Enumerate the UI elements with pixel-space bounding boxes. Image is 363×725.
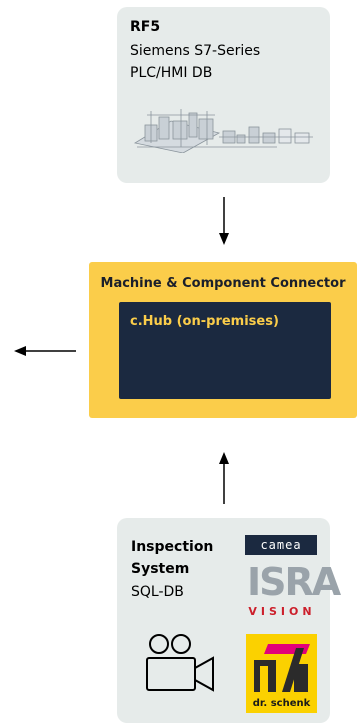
connector-title: Machine & Component Connector (100, 276, 346, 291)
chub-box: c.Hub (on-premises) (119, 302, 331, 399)
camea-logo: camea (245, 535, 317, 555)
inspection-title-line-1: Inspection (131, 539, 214, 555)
camera-icon (146, 634, 214, 692)
isra-vision-logo: ISRA VISION (247, 560, 341, 623)
rf5-title: RF5 (130, 19, 161, 35)
dr-schenk-mark (254, 644, 310, 692)
rf5-description-line-2: PLC/HMI DB (130, 65, 213, 81)
dr-schenk-logo-text: dr. schenk (252, 698, 311, 709)
inspection-title-line-2: System (131, 561, 190, 577)
isra-logo-text: ISRA (247, 560, 341, 604)
vision-logo-text: VISION (248, 605, 316, 618)
rf5-description-line-1: Siemens S7-Series (130, 43, 261, 59)
inspection-subtitle: SQL-DB (131, 584, 184, 600)
chub-label: c.Hub (on-premises) (130, 314, 279, 329)
inspection-system-box: Inspection System SQL-DB camea ISRA VISI… (117, 518, 341, 723)
plant-illustration (133, 109, 313, 153)
arrow-left-icon (14, 346, 76, 356)
arrow-down-icon (219, 197, 229, 245)
arrow-up-icon (219, 452, 229, 504)
rf5-source-box: RF5 Siemens S7-Series PLC/HMI DB (117, 7, 330, 183)
dr-schenk-logo: dr. schenk (246, 634, 317, 713)
machine-component-connector: Machine & Component Connector c.Hub (on-… (89, 262, 357, 418)
inspection-title: Inspection System (131, 536, 213, 580)
